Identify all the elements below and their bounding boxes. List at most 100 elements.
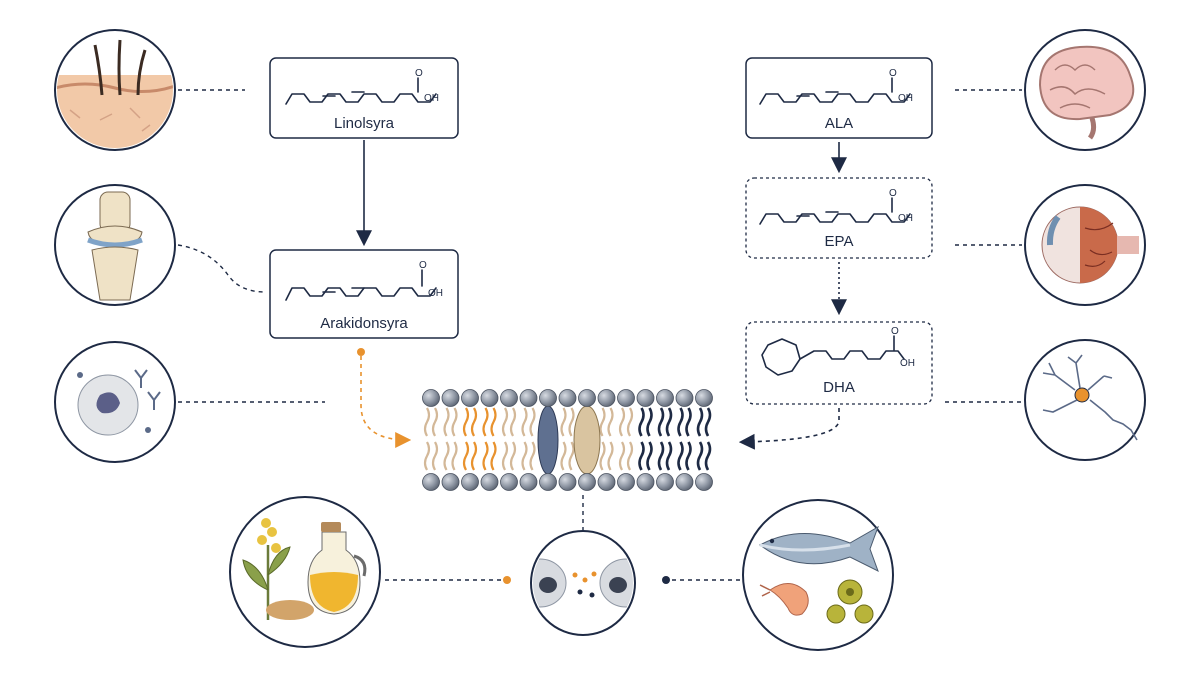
lipid-tail: [665, 407, 673, 437]
phospholipid-head: [500, 473, 518, 491]
cell-signaling-icon: [530, 530, 636, 636]
lipid-tail: [646, 407, 653, 437]
phospholipid-head: [656, 473, 674, 491]
lipid-tail: [501, 441, 509, 471]
omega3-intake-dot: [662, 576, 670, 584]
phospholipid-head: [519, 473, 538, 491]
phospholipid-head: [519, 389, 538, 407]
phospholipid-head: [695, 473, 713, 491]
lipid-tail: [618, 441, 626, 471]
lipid-tail: [657, 407, 665, 437]
hydroxyl-label: OH: [424, 93, 439, 104]
lipid-tail: [677, 441, 684, 471]
linolsyra-box: O OH Linolsyra: [269, 57, 459, 139]
dha-label: DHA: [823, 379, 855, 396]
hydroxyl-label: OH: [898, 213, 913, 224]
fish-seafood-algae-icon: [742, 499, 894, 651]
oxygen-label: O: [419, 260, 427, 271]
oxygen-label: O: [889, 188, 897, 199]
lipid-tail: [696, 407, 704, 437]
lipid-tail: [423, 441, 431, 471]
phospholipid-head: [461, 389, 479, 407]
lipid-tail: [599, 441, 606, 471]
epa-box: O OH EPA: [745, 177, 933, 259]
phospholipid-head: [675, 473, 694, 491]
phospholipid-head: [422, 389, 440, 407]
lipid-tail: [646, 441, 653, 471]
phospholipid-head: [422, 473, 440, 491]
phospholipid-head: [636, 389, 655, 407]
lipid-tail: [677, 407, 684, 437]
phospholipid-head: [461, 473, 479, 491]
phospholipid-head: [597, 389, 616, 407]
omega6-intake-dot: [503, 576, 511, 584]
phospholipid-head: [500, 389, 518, 407]
lipid-tail: [501, 407, 509, 437]
lipid-tail: [638, 407, 645, 437]
arakidonsyra-box: O OH Arakidonsyra: [269, 249, 459, 339]
phospholipid-head: [597, 473, 616, 491]
lipid-tail: [626, 441, 634, 471]
lipid-tail: [568, 441, 575, 471]
membrane-protein: [537, 405, 559, 475]
lipid-tail: [482, 407, 489, 437]
hydroxyl-label: OH: [428, 288, 443, 299]
dha-box: O OH DHA: [745, 321, 933, 405]
lipid-tail: [599, 407, 606, 437]
hydroxyl-label: OH: [898, 93, 913, 104]
phospholipid-head: [441, 389, 460, 407]
lipid-tail: [529, 441, 536, 471]
oxygen-label: O: [889, 68, 897, 79]
linolsyra-label: Linolsyra: [334, 115, 395, 132]
ala-label: ALA: [825, 115, 853, 132]
lipid-tail: [626, 407, 634, 437]
ala-box: O OH ALA: [745, 57, 933, 139]
lipid-tail: [482, 441, 489, 471]
omega3-to-membrane-arrow: [738, 408, 840, 450]
lipid-tail: [685, 407, 692, 437]
neuron-icon: [1024, 339, 1146, 461]
lipid-tail: [665, 441, 673, 471]
immune-cell-icon: [54, 341, 176, 463]
lipid-tail: [431, 407, 439, 437]
lipid-tail: [696, 441, 704, 471]
phospholipid-head: [617, 389, 635, 407]
oxygen-label: O: [891, 326, 899, 337]
lipid-tail: [470, 407, 478, 437]
phospholipid-head: [578, 389, 596, 407]
omega6-source-dot: [357, 348, 365, 356]
lipid-tail: [509, 441, 517, 471]
lipid-tail: [560, 407, 567, 437]
knee-joint-icon: [54, 184, 176, 306]
phospholipid-head: [617, 473, 635, 491]
lipid-tail: [704, 407, 712, 437]
lipid-tail: [529, 407, 536, 437]
lipid-tail: [462, 441, 470, 471]
lipid-tail: [423, 407, 431, 437]
lipid-tail: [443, 441, 450, 471]
lipid-tail: [618, 407, 626, 437]
hydroxyl-label: OH: [900, 358, 915, 369]
lipid-tail: [607, 407, 614, 437]
lipid-tail: [638, 441, 645, 471]
lipid-tail: [490, 407, 497, 437]
lipid-tail: [451, 441, 458, 471]
lipid-tail: [470, 441, 478, 471]
lipid-tail: [685, 441, 692, 471]
lipid-tail: [462, 407, 470, 437]
arakidonsyra-label: Arakidonsyra: [320, 315, 408, 332]
eye-icon: [1024, 184, 1146, 306]
lipid-tail: [431, 441, 439, 471]
brain-icon: [1024, 29, 1146, 151]
phospholipid-head: [558, 389, 577, 407]
lipid-tail: [657, 441, 665, 471]
cell-membrane-bilayer: [422, 389, 713, 491]
epa-label: EPA: [825, 233, 854, 250]
phospholipid-head: [695, 389, 713, 407]
lipid-tail: [509, 407, 517, 437]
lipid-tail: [490, 441, 497, 471]
lipid-tail: [607, 441, 614, 471]
lipid-tail: [443, 407, 450, 437]
omega6-to-membrane-arrow: [360, 356, 412, 448]
